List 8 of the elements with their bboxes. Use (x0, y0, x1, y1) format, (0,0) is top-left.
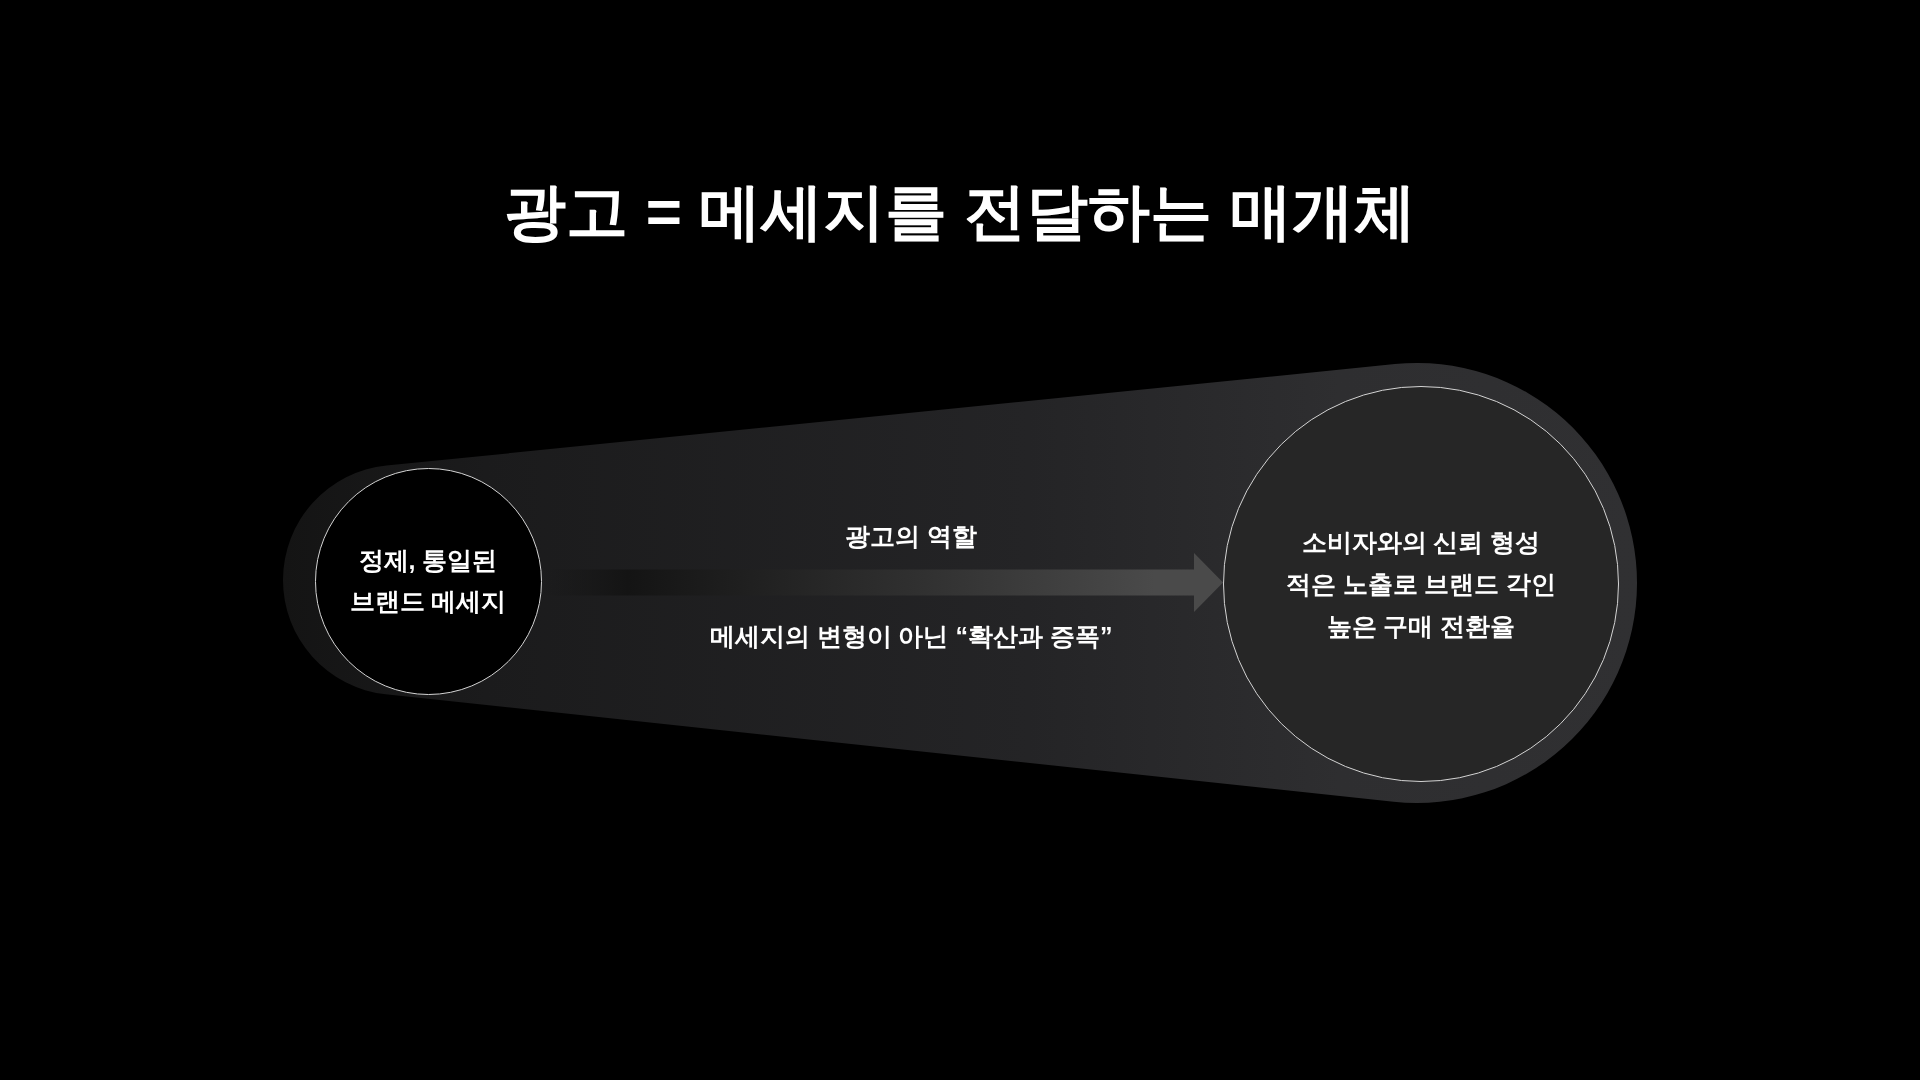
node-label: 소비자와의 신뢰 형성 (1301, 527, 1541, 558)
node-label: 높은 구매 전환율 (1326, 611, 1516, 642)
heading-text: 광고의 역할 (845, 521, 977, 552)
funnel-shape (283, 362, 1637, 804)
node-label: 정제, 통일된 브랜드 메세지 (348, 545, 508, 617)
node-label: 적은 노출로 브랜드 각인 (1285, 569, 1557, 600)
caption-text: 메세지의 변형이 아닌 “확산과 증폭” (709, 621, 1113, 652)
page-title: 광고 = 메세지를 전달하는 매개체 (504, 176, 1416, 248)
